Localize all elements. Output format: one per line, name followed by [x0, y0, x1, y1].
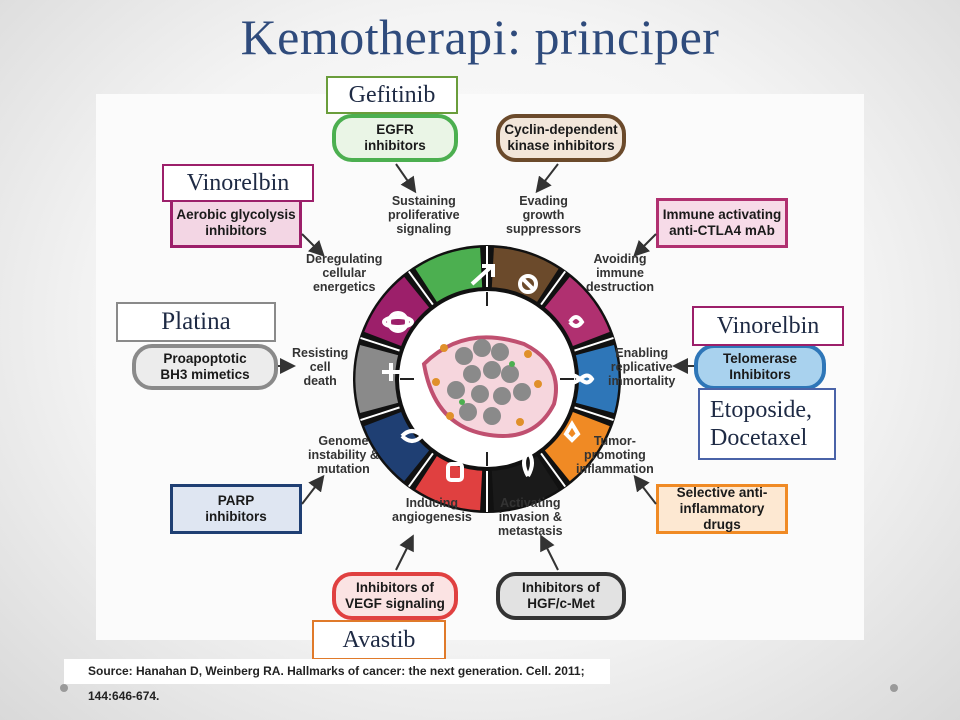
hallmark-sustaining-l3: signaling — [396, 222, 452, 236]
etoposide-line2: Docetaxel — [710, 425, 808, 451]
source-citation: Source: Hanahan D, Weinberg RA. Hallmark… — [64, 659, 610, 703]
tumor-illustration — [421, 335, 558, 438]
proapoptotic-line1: Proapoptotic — [163, 351, 247, 366]
hallmark-genome-l2: instability & — [308, 448, 379, 462]
selective-line2: inflammatory drugs — [679, 501, 765, 532]
drug-label-gefitinib: Gefitinib — [326, 76, 458, 114]
egfr-line2: inhibitors — [364, 138, 426, 153]
infinity-icon — [566, 373, 595, 385]
flame-icon — [563, 420, 581, 443]
hallmark-evading-l3: suppressors — [506, 222, 582, 236]
hallmark-activating-l1: Activating — [500, 496, 561, 510]
pacman-icon — [568, 315, 585, 328]
etoposide-line1: Etoposide, — [710, 397, 812, 423]
hallmark-genome-l1: Genome — [318, 434, 369, 448]
hallmark-tumor-l3: inflammation — [576, 462, 654, 476]
drug-label-etoposide-docetaxel: Etoposide, Docetaxel — [698, 388, 836, 460]
vegf-line1: Inhibitors of — [355, 580, 434, 595]
hallmark-deregulating-l3: energetics — [312, 280, 376, 294]
drug-label-platina: Platina — [116, 302, 276, 342]
hallmarks-wheel — [353, 245, 621, 513]
selective-line1: Selective anti- — [676, 485, 768, 500]
hallmark-enabling-l3: immortality — [608, 374, 676, 388]
vessel-icon — [446, 462, 464, 482]
slide-corner-dot-left — [60, 684, 68, 692]
immune-line2: anti-CTLA4 mAb — [669, 223, 775, 238]
hallmark-resisting-l3: death — [303, 374, 337, 388]
hallmark-tumor-l2: promoting — [584, 448, 646, 462]
no-entry-icon — [518, 274, 538, 294]
hallmark-sustaining-l1: Sustaining — [391, 194, 456, 208]
connector-arrows — [278, 163, 694, 571]
selective-anti-inflammatory-box: Selective anti-inflammatory drugs — [656, 484, 788, 534]
ghost-icon — [522, 448, 534, 477]
hallmark-activating-l2: invasion & — [498, 510, 562, 524]
proapoptotic-line2: BH3 mimetics — [160, 367, 250, 382]
hallmark-inducing-l2: angiogenesis — [392, 510, 472, 524]
hallmark-avoiding-l3: destruction — [586, 280, 655, 294]
hallmark-genome-l3: mutation — [317, 462, 370, 476]
hallmark-deregulating-l2: cellular — [322, 266, 367, 280]
drug-label-vinorelbin-right: Vinorelbin — [692, 306, 844, 346]
hallmark-tumor-l1: Tumor- — [593, 434, 636, 448]
immune-line1: Immune activating — [662, 207, 782, 222]
hallmark-resisting-l1: Resisting — [292, 346, 349, 360]
hallmark-inducing-l1: Inducing — [405, 496, 458, 510]
page-title: Kemotherapi: principer — [240, 9, 720, 65]
egfr-line1: EGFR — [376, 122, 414, 137]
hgf-line1: Inhibitors of — [522, 580, 600, 595]
arrow-icon — [470, 264, 495, 286]
slide-corner-dot-right — [890, 684, 898, 692]
cdk-line2: kinase inhibitors — [507, 138, 615, 153]
hallmark-evading-l1: Evading — [519, 194, 568, 208]
telomerase-line1: Telomerase — [722, 351, 798, 366]
aerobic-line1: Aerobic glycolysis — [176, 207, 296, 222]
atom-icon — [387, 311, 409, 333]
hallmark-deregulating-l1: Deregulating — [306, 252, 383, 266]
telomerase-line2: Inhibitors — [729, 367, 791, 382]
vegf-line2: VEGF signaling — [345, 596, 445, 611]
hallmark-resisting-l2: cell — [309, 360, 331, 374]
hallmark-avoiding-l2: immune — [596, 266, 644, 280]
hallmark-evading-l2: growth — [522, 208, 565, 222]
parp-line1: PARP — [217, 493, 255, 508]
drug-label-avastib: Avastib — [312, 620, 446, 660]
dna-icon — [400, 429, 425, 443]
hallmark-enabling-l1: Enabling — [615, 346, 669, 360]
aerobic-line2: inhibitors — [205, 223, 267, 238]
hgf-line2: HGF/c-Met — [527, 596, 595, 611]
drug-label-vinorelbin-left: Vinorelbin — [162, 164, 314, 202]
cross-icon — [382, 363, 400, 381]
hallmark-enabling-l2: replicative — [610, 360, 673, 374]
cdk-line1: Cyclin-dependent — [504, 122, 618, 137]
hallmark-sustaining-l2: proliferative — [388, 208, 460, 222]
parp-line2: inhibitors — [205, 509, 267, 524]
